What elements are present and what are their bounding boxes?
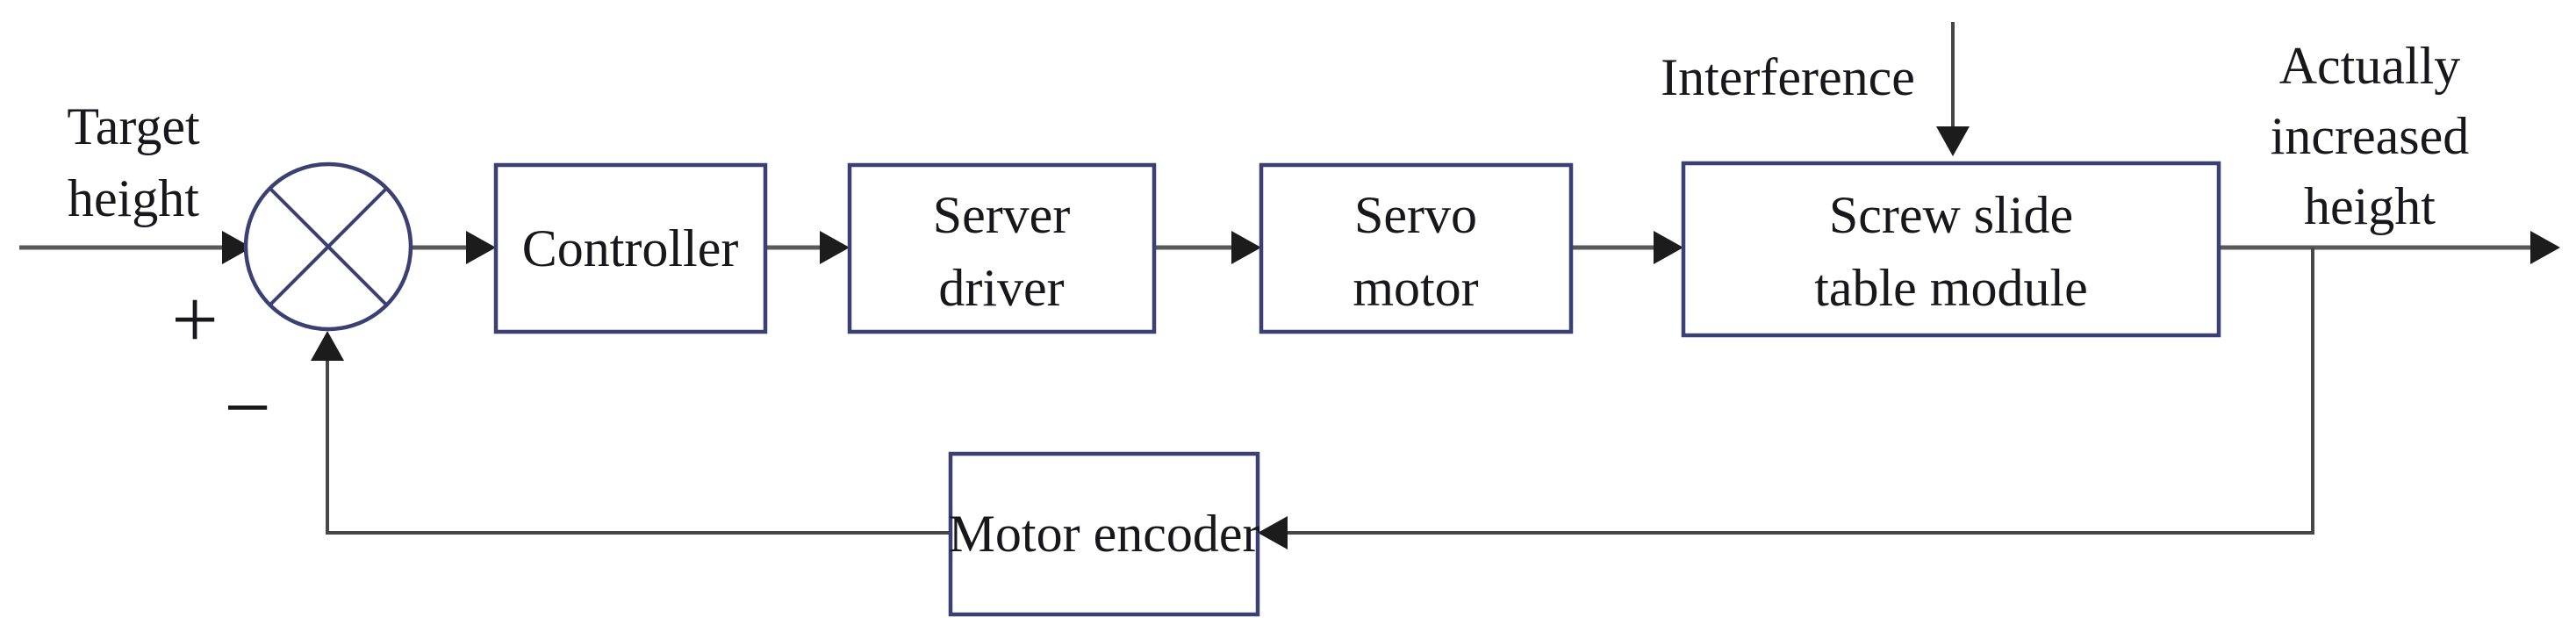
server-driver-label-line2: driver [938, 259, 1064, 317]
controller-arrowhead-icon [466, 231, 496, 264]
screw-slide-label-line1: Screw slide [1829, 186, 2073, 244]
motor-encoder-label: Motor encoder [949, 505, 1260, 563]
feedback-arrowhead-icon [1258, 516, 1288, 549]
plus-sign: + [171, 273, 219, 366]
target-height-label-line1: Target [67, 97, 200, 155]
motor-encoder-block [948, 451, 1260, 617]
feedback-wire-left [326, 359, 951, 535]
interference-arrowhead-icon [1936, 126, 1970, 156]
output-arrowhead-icon [2530, 231, 2560, 264]
actually-increased-height-label-line2: increased [2271, 107, 2470, 165]
actually-increased-height-label-line1: Actually [2279, 37, 2461, 95]
actually-increased-height-label-line3: height [2304, 177, 2436, 235]
minus-sign: − [224, 361, 271, 454]
summing-junction-cross-line-2 [269, 187, 388, 306]
interference-label: Interference [1661, 48, 1915, 106]
servo-motor-block [1259, 162, 1574, 334]
servo-motor-label-line1: Servo [1354, 186, 1477, 244]
controller-block [493, 162, 768, 334]
target-height-label-line2: height [68, 169, 199, 227]
server-driver-label-line1: Server [933, 186, 1071, 244]
screw-slide-label-line2: table module [1814, 259, 2088, 317]
servo-motor-label-line2: motor [1353, 259, 1478, 317]
servo-motor-arrowhead-icon [1231, 231, 1261, 264]
server-driver-block [847, 162, 1157, 334]
input-arrowhead-icon [222, 231, 252, 264]
screw-slide-arrowhead-icon [1654, 231, 1683, 264]
server-driver-arrowhead-icon [820, 231, 850, 264]
controller-label: Controller [522, 219, 739, 277]
feedback-up-arrowhead-icon [311, 331, 344, 361]
feedback-wire-right [1286, 248, 2314, 535]
screw-slide-block [1681, 161, 2221, 338]
